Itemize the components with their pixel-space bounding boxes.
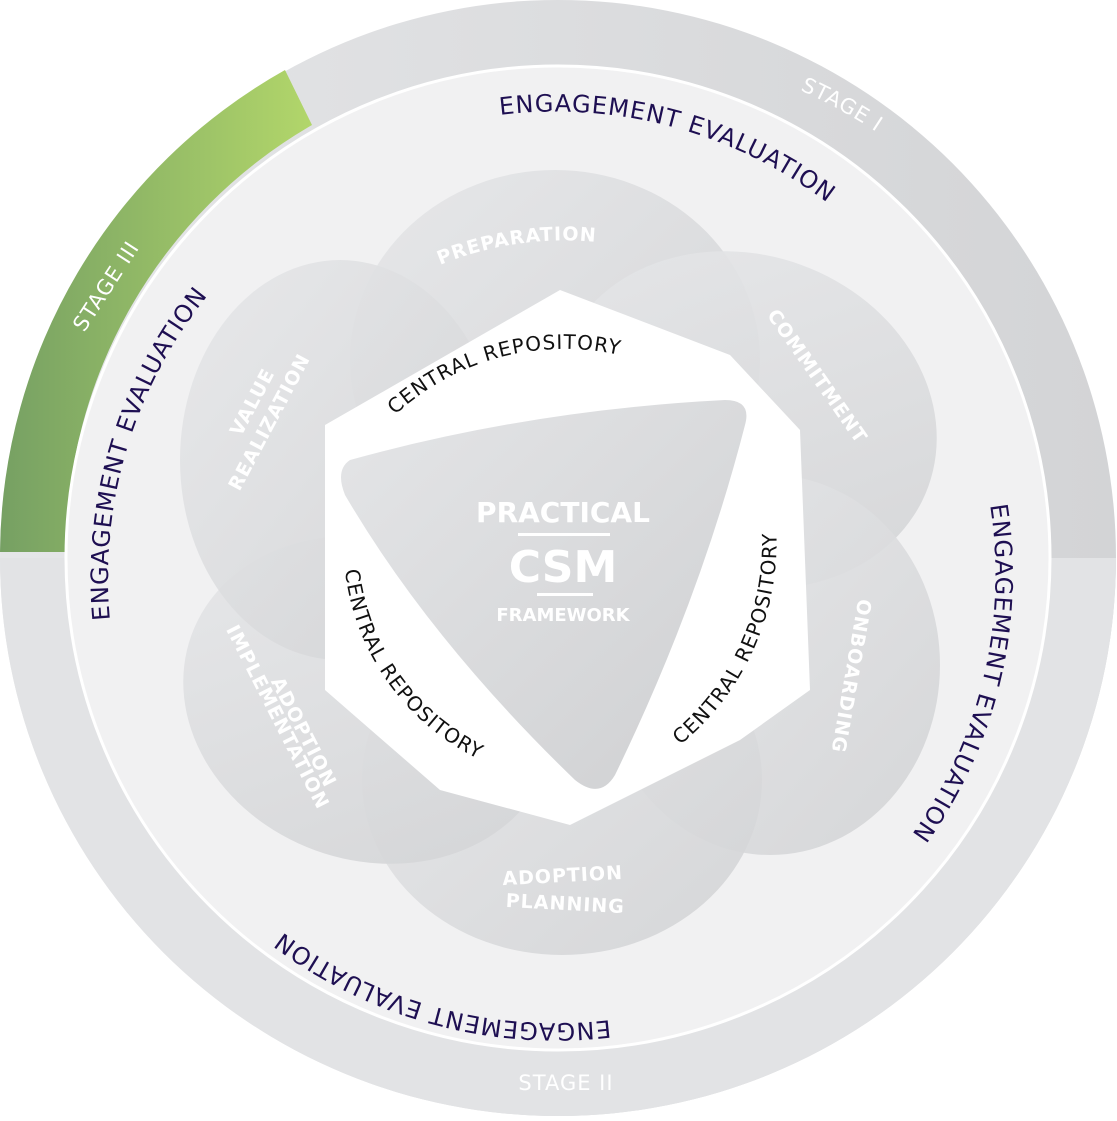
stage-3-segment: [0, 70, 312, 552]
center-divider-top: [518, 533, 610, 536]
stage-2-label: STAGE II: [518, 1071, 613, 1095]
center-divider-bottom: [537, 593, 593, 596]
center-title-csm: CSM: [509, 542, 618, 593]
center-title-framework: FRAMEWORK: [496, 605, 630, 626]
center-title-practical: PRACTICAL: [476, 496, 650, 529]
